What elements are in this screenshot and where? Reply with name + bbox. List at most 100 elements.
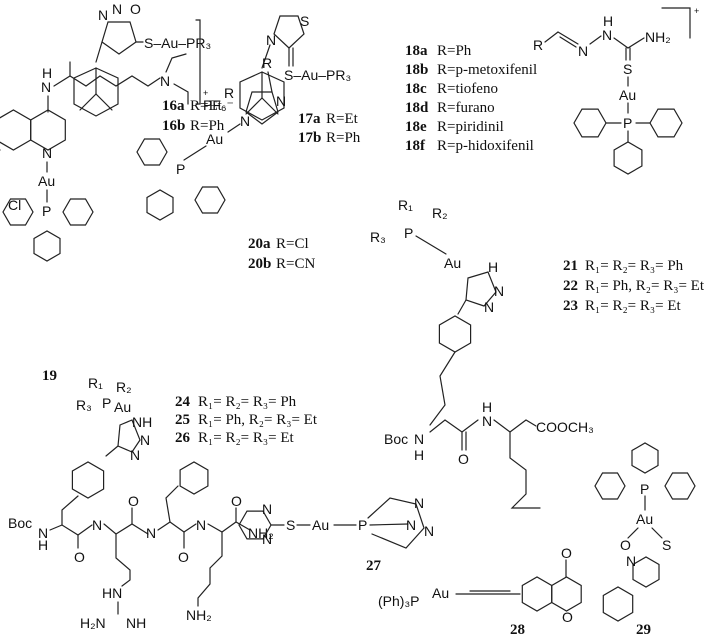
- atom-nh: NH: [126, 615, 146, 631]
- label-27: 27: [366, 558, 382, 574]
- bond: [651, 527, 663, 539]
- label-16b-r: R=Ph: [190, 118, 225, 134]
- atom-o: O: [620, 537, 631, 553]
- benzyl: [165, 485, 179, 523]
- atom-h2n: H₂N: [80, 615, 106, 631]
- atom-nh: N: [146, 525, 156, 541]
- atom-r3: R₃: [370, 229, 386, 245]
- atom-n: N: [494, 283, 504, 299]
- adamantane: [73, 67, 119, 117]
- atom-s: S: [286, 517, 295, 533]
- label-20b: 20b: [248, 256, 271, 272]
- label-19: 19: [42, 368, 57, 384]
- bond: [559, 36, 577, 48]
- label-22: 22: [563, 278, 578, 294]
- phenyl-ring: [613, 141, 643, 175]
- benzene-ring: [0, 109, 32, 151]
- atom-n: N: [482, 413, 492, 429]
- atom-au: Au: [444, 255, 461, 271]
- bond: [415, 235, 447, 255]
- atom-n: N: [240, 113, 250, 129]
- bond: [627, 37, 645, 49]
- label-18e-r: R=piridinil: [437, 119, 504, 135]
- atom-o: O: [74, 549, 85, 565]
- label-28: 28: [510, 622, 525, 638]
- atom-r2: R₂: [116, 379, 132, 395]
- phenyl-ring: [631, 442, 659, 474]
- bond: [95, 41, 103, 63]
- alkyl-chain: [53, 75, 161, 87]
- atom-n: N: [98, 7, 108, 23]
- atom-r2: R₂: [432, 205, 448, 221]
- atom-n: N: [112, 1, 122, 17]
- label-24: 24: [175, 394, 191, 410]
- backbone: [103, 523, 149, 535]
- label-18f-r: R=p-hidoxifenil: [437, 138, 534, 154]
- atom-boc: Boc: [384, 431, 408, 447]
- bond: [261, 44, 271, 69]
- backbone: [429, 351, 456, 426]
- phenyl-ring: [2, 198, 34, 226]
- label-18c: 18c: [405, 81, 427, 97]
- atom-au: Au: [636, 511, 653, 527]
- benzene-ring: [521, 576, 553, 612]
- atom-p: P: [358, 517, 367, 533]
- adamantane: [239, 71, 285, 121]
- atom-r: R: [262, 55, 272, 71]
- charge-bracket: [661, 7, 691, 39]
- label-17b: 17b: [298, 130, 321, 146]
- phenyl-ring: [136, 138, 168, 166]
- atom-o: O: [178, 549, 189, 565]
- pyranone-ring: [551, 576, 582, 612]
- atom-nh: N: [92, 517, 102, 533]
- atom-s: S: [623, 61, 632, 77]
- bond: [183, 145, 207, 161]
- pta-cage: [367, 497, 425, 549]
- label-25: 25: [175, 412, 190, 428]
- label-21-r: R₁= R₂= R₃= Ph: [585, 258, 684, 274]
- atom-r: R: [224, 85, 234, 101]
- lysine-chain: [197, 531, 223, 607]
- imidazole-ring: [245, 91, 279, 125]
- atom-r1: R₁: [398, 197, 413, 213]
- ester-cooch3: COOCH₃: [536, 419, 594, 435]
- atom-hn: HN: [102, 585, 122, 601]
- compound-19: H N N + PF₆⁻ N Cl Au P 19: [0, 19, 234, 384]
- atom-au: Au: [38, 173, 55, 189]
- label-18b-r: R=p-metoxifenil: [437, 62, 537, 78]
- atom-p: P: [640, 481, 649, 497]
- s-au-pr3-chain: S–Au–PR₃: [284, 67, 351, 83]
- atom-o-keto: O: [561, 545, 572, 561]
- atom-nh: N: [196, 517, 206, 533]
- isobutyl: [509, 431, 541, 509]
- atom-o-ring: O: [562, 609, 573, 625]
- label-18d: 18d: [405, 100, 429, 116]
- atom-n: N: [140, 432, 150, 448]
- phenyl-ring: [438, 315, 472, 353]
- atom-au: Au: [114, 399, 131, 415]
- phenyl-ring: [146, 189, 174, 221]
- atom-r1: R₁: [88, 375, 103, 391]
- label-22-r: R₁= Ph, R₂= R₃= Et: [585, 278, 705, 294]
- label-20b-r: R=CN: [276, 256, 315, 272]
- atom-r3: R₃: [76, 397, 92, 413]
- atom-h: H: [42, 65, 52, 81]
- label-26: 26: [175, 430, 191, 446]
- atom-p: P: [102, 395, 111, 411]
- atom-o: O: [128, 493, 139, 509]
- phenyl-ring: [594, 472, 626, 500]
- label-18a-r: R=Ph: [437, 43, 472, 59]
- atom-n: N: [41, 79, 51, 95]
- phenyl-ring: [179, 461, 209, 495]
- phenyl-ring: [664, 472, 696, 500]
- triazole-ring: [465, 271, 497, 307]
- atom-h: H: [38, 537, 48, 553]
- charge-bracket: [195, 19, 201, 105]
- charge-plus: +: [203, 88, 208, 98]
- atom-n: N: [424, 523, 434, 539]
- atom-cl: Cl: [8, 197, 21, 213]
- atom-n: N: [38, 525, 48, 541]
- bond: [105, 445, 119, 457]
- compound-21-23: R₁ R₂ R₃ P Au H N N Boc N H O H N COOCH₃…: [370, 197, 705, 509]
- atom-n: N: [602, 27, 612, 43]
